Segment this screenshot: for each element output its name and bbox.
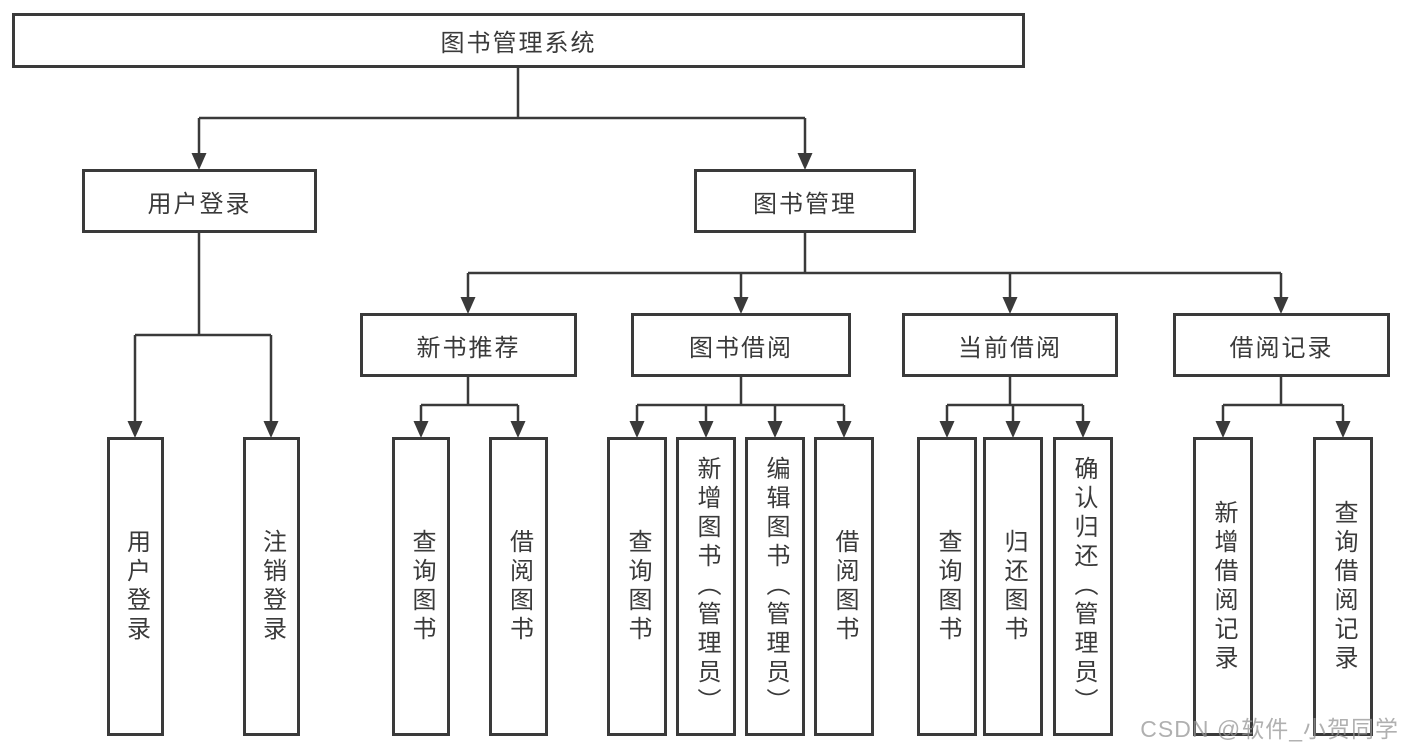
leaf-query-borrow-record: 查询借阅记录 — [1313, 437, 1373, 736]
node-borrowing-records: 借阅记录 — [1173, 313, 1390, 377]
node-user-login: 用户登录 — [82, 169, 317, 233]
leaf-return-books: 归还图书 — [983, 437, 1043, 736]
tree-edges — [133, 68, 1345, 423]
leaf-confirm-return-admin: 确认归还（管理员） — [1053, 437, 1113, 736]
leaf-add-borrow-record: 新增借阅记录 — [1193, 437, 1253, 736]
node-new-book-recommendation: 新书推荐 — [360, 313, 577, 377]
leaf-borrow-books-recommend: 借阅图书 — [489, 437, 548, 736]
node-root: 图书管理系统 — [12, 13, 1025, 68]
leaf-query-books-current: 查询图书 — [917, 437, 977, 736]
leaf-user-login: 用户登录 — [107, 437, 164, 736]
leaf-query-books-borrowing: 查询图书 — [607, 437, 667, 736]
node-book-borrowing: 图书借阅 — [631, 313, 851, 377]
leaf-add-book-admin: 新增图书（管理员） — [676, 437, 736, 736]
node-current-borrowing: 当前借阅 — [902, 313, 1118, 377]
node-book-management: 图书管理 — [694, 169, 916, 233]
leaf-borrow-books-borrowing: 借阅图书 — [814, 437, 874, 736]
arrowhead-icons — [127, 153, 1351, 438]
watermark: CSDN @软件_小贺同学 — [1140, 716, 1399, 742]
leaf-edit-book-admin: 编辑图书（管理员） — [745, 437, 805, 736]
leaf-query-books-recommend: 查询图书 — [392, 437, 450, 736]
leaf-logout-login: 注销登录 — [243, 437, 300, 736]
